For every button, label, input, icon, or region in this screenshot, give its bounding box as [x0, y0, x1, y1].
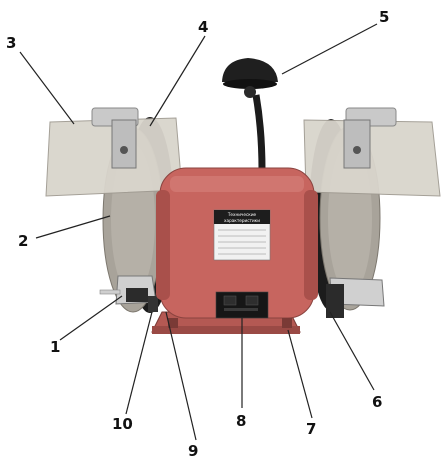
right-wheel-assembly	[303, 107, 441, 318]
callout-3: 3	[6, 34, 16, 52]
callout-8: 8	[236, 412, 246, 430]
motor-housing: Технические характеристики	[156, 167, 318, 328]
spec-plate-heading-1: Технические	[227, 212, 257, 217]
callout-numbers: 3 4 5 2 1 6 10 8 7 9	[6, 8, 389, 458]
callout-5: 5	[379, 8, 389, 26]
mounting-foot-left	[168, 318, 178, 328]
callout-1: 1	[50, 338, 60, 356]
callout-2: 2	[18, 232, 28, 250]
mounting-foot-right	[282, 318, 292, 328]
spec-plate-heading-2: характеристики	[224, 218, 260, 223]
callout-9: 9	[188, 442, 198, 458]
spec-plate: Технические характеристики	[213, 209, 271, 261]
right-eye-shield	[303, 119, 441, 197]
work-lamp	[222, 58, 278, 171]
power-switch-panel	[215, 291, 269, 319]
callout-4: 4	[198, 18, 208, 36]
lamp-shade	[222, 58, 278, 82]
callout-6: 6	[372, 393, 382, 411]
leader-lines	[19, 23, 378, 441]
left-rest-screw	[148, 296, 158, 312]
callout-10: 10	[112, 415, 133, 433]
callout-7: 7	[306, 420, 316, 438]
